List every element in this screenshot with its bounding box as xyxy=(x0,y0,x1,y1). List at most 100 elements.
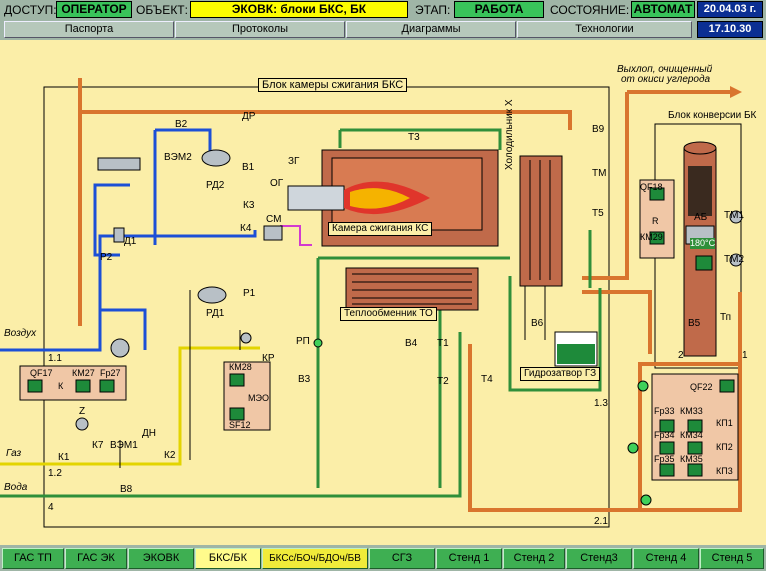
label-meo: МЭО xyxy=(248,393,269,403)
label-k: К xyxy=(58,381,64,391)
label-qf18: QF18 xyxy=(640,182,663,192)
label-km29: КМ29 xyxy=(640,232,663,242)
label-v1: В1 xyxy=(242,162,255,173)
label-ab: АБ xyxy=(694,212,708,223)
label-z: Z xyxy=(79,406,86,417)
tab-stand-5[interactable]: Стенд 5 xyxy=(700,548,764,569)
state-value: АВТОМАТ xyxy=(631,1,695,18)
label-v4: В4 xyxy=(405,338,418,349)
node-1-3: 1.3 xyxy=(594,398,608,409)
tab-gas-tp[interactable]: ГАС ТП xyxy=(2,548,64,569)
label-r1: Р1 xyxy=(243,288,256,299)
label-sm: СМ xyxy=(266,214,282,225)
air-node: 1.1 xyxy=(48,353,62,364)
node-2: 2 xyxy=(678,350,684,361)
tab-stand-4[interactable]: Стенд 4 xyxy=(633,548,699,569)
label-r2: Р2 xyxy=(100,252,113,263)
label-km35: КМ35 xyxy=(680,454,703,464)
stage-label: ЭТАП: xyxy=(415,3,451,17)
tab-ekovk[interactable]: ЭКОВК xyxy=(128,548,194,569)
label-k7: К7 xyxy=(92,440,104,451)
label-d1: Д1 xyxy=(124,236,137,247)
label-k2: К2 xyxy=(164,450,176,461)
scheme-area: Блок камеры сжигания БКС Выхлоп, очищенн… xyxy=(0,40,766,545)
object-value: ЭКОВК: блоки БКС, БК xyxy=(190,1,408,18)
label-v2: В2 xyxy=(175,119,188,130)
label-dn: ДН xyxy=(142,428,156,439)
label-km34: КМ34 xyxy=(680,430,703,440)
label-dr: ДР xyxy=(242,111,256,122)
tab-stand-3[interactable]: Стенд3 xyxy=(566,548,632,569)
label-km27: КМ27 xyxy=(72,368,95,378)
label-kp3: КП3 xyxy=(716,466,733,476)
combustion-chamber-label: Камера сжигания КС xyxy=(328,222,433,236)
temperature-readout: 180°C xyxy=(690,238,716,249)
label-v5: В5 xyxy=(688,318,701,329)
menu-passports[interactable]: Паспорта xyxy=(4,21,174,38)
label-t2: Т2 xyxy=(437,376,449,387)
gas-input-label: Газ xyxy=(6,448,22,459)
label-tm1: ТМ1 xyxy=(724,210,744,221)
menu-technologies[interactable]: Технологии xyxy=(517,21,692,38)
label-kp2: КП2 xyxy=(716,442,733,452)
time-display: 17.10.30 xyxy=(697,21,763,38)
label-sf12: SF12 xyxy=(229,420,251,430)
date-display: 20.04.03 г. xyxy=(697,1,763,18)
label-k3: К3 xyxy=(243,200,255,211)
conv-block-title: Блок конверсии БК xyxy=(668,110,757,121)
heat-exchanger-label: Теплообменник ТО xyxy=(340,307,437,321)
block-title: Блок камеры сжигания БКС xyxy=(258,78,408,92)
label-fr34: Fр34 xyxy=(654,430,675,440)
label-k4: К4 xyxy=(240,223,252,234)
gas-node: 1.2 xyxy=(48,468,62,479)
label-vem1: ВЭМ1 xyxy=(110,440,138,451)
cooler-label: Холодильник Х xyxy=(504,99,515,170)
air-input-label: Воздух xyxy=(4,328,37,339)
status-bar: ДОСТУП: ОПЕРАТОР ОБЪЕКТ: ЭКОВК: блоки БК… xyxy=(0,0,766,20)
state-label: СОСТОЯНИЕ: xyxy=(550,3,630,17)
exhaust-note-2: от окиси углерода xyxy=(621,74,711,85)
access-value: ОПЕРАТОР xyxy=(56,1,132,18)
label-k1: К1 xyxy=(58,452,70,463)
label-t5: Т5 xyxy=(592,208,604,219)
process-scheme xyxy=(0,78,743,528)
exhaust-note-1: Выхлоп, очищенный xyxy=(617,64,713,75)
label-tm: ТМ xyxy=(592,168,607,179)
water-input-label: Вода xyxy=(4,482,28,493)
label-t4: Т4 xyxy=(481,374,493,385)
label-rp: РП xyxy=(296,336,310,347)
node-2-1: 2.1 xyxy=(594,516,608,527)
label-fr35: Fр35 xyxy=(654,454,675,464)
bottom-tab-bar: ГАС ТП ГАС ЭК ЭКОВК БКС/БК БКСс/БОч/БДОч… xyxy=(0,546,766,571)
object-label: ОБЪЕКТ: xyxy=(136,3,188,17)
label-v9: В9 xyxy=(592,124,605,135)
access-label: ДОСТУП: xyxy=(4,3,57,17)
stage-value: РАБОТА xyxy=(454,1,544,18)
menu-bar: Паспорта Протоколы Диаграммы Технологии … xyxy=(0,20,766,39)
tab-bks-bk[interactable]: БКС/БК xyxy=(195,548,261,569)
label-kp1: КП1 xyxy=(716,418,733,428)
label-fr33: Fр33 xyxy=(654,406,675,416)
menu-protocols[interactable]: Протоколы xyxy=(175,21,345,38)
water-node: 4 xyxy=(48,502,54,513)
label-zg: ЗГ xyxy=(288,156,300,167)
label-tp: Тп xyxy=(720,312,732,323)
tab-stand-2[interactable]: Стенд 2 xyxy=(503,548,565,569)
tab-sgz[interactable]: СГЗ xyxy=(369,548,435,569)
label-fr27: Fр27 xyxy=(100,368,121,378)
label-og: ОГ xyxy=(270,178,284,189)
label-qf22: QF22 xyxy=(690,382,713,392)
tab-stand-1[interactable]: Стенд 1 xyxy=(436,548,502,569)
label-rd1: РД1 xyxy=(206,308,225,319)
label-km28: КМ28 xyxy=(229,362,252,372)
label-kr: КР xyxy=(262,353,275,364)
tab-gas-ek[interactable]: ГАС ЭК xyxy=(65,548,127,569)
label-r: R xyxy=(652,216,659,226)
tab-bksc-boch[interactable]: БКСс/БОч/БДОч/БВ xyxy=(262,548,368,569)
node-1: 1 xyxy=(742,350,748,361)
label-qf17: QF17 xyxy=(30,368,53,378)
label-v3: В3 xyxy=(298,374,311,385)
menu-diagrams[interactable]: Диаграммы xyxy=(346,21,516,38)
water-seal-label: Гидрозатвор ГЗ xyxy=(520,367,601,381)
